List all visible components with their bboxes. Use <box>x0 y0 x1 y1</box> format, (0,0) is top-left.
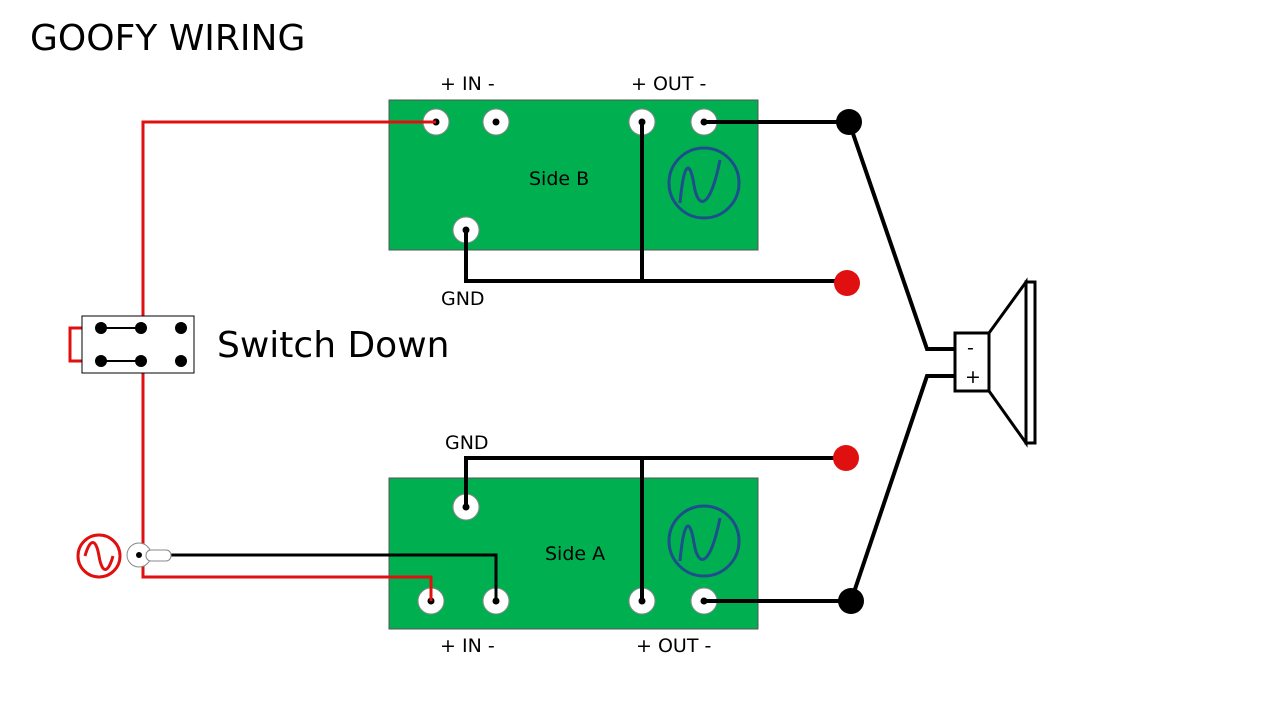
speaker-minus-label: - <box>967 337 974 359</box>
board-side-a-label: Side A <box>545 543 605 565</box>
sine-wave-icon <box>667 504 741 578</box>
side-a-power-terminal <box>833 445 859 471</box>
side-b-gnd-label: GND <box>441 288 485 310</box>
side-a-in-plus-wire <box>141 361 433 601</box>
speaker-icon: - + <box>953 277 1037 448</box>
sine-wave-icon <box>667 146 741 220</box>
speaker-minus-lead <box>847 121 955 351</box>
input-jack-icon <box>126 542 172 568</box>
board-side-b: Side B + IN - + OUT - GND <box>388 73 759 310</box>
speaker-plus-lead <box>849 374 955 602</box>
side-a-gnd-wire <box>464 456 846 507</box>
page-title: GOOFY WIRING <box>30 18 305 59</box>
side-a-out-label: + OUT - <box>636 635 711 657</box>
speaker-plus-label: + <box>965 366 981 388</box>
dpdt-switch <box>81 315 195 374</box>
side-b-out-label: + OUT - <box>631 73 706 95</box>
side-b-in-minus-jack <box>482 108 510 136</box>
board-side-a: Side A + IN - + OUT - GND <box>388 432 759 657</box>
switch-label: Switch Down <box>217 325 449 366</box>
board-side-b-label: Side B <box>529 168 589 190</box>
input-minus-wire <box>148 553 498 601</box>
side-b-in-label: + IN - <box>440 73 495 95</box>
side-b-power-terminal <box>834 270 860 296</box>
ac-source-icon <box>76 533 122 579</box>
side-b-gnd-wire <box>464 230 847 283</box>
side-a-in-label: + IN - <box>440 635 495 657</box>
ground-and-output-wires <box>148 120 955 603</box>
speaker-node-top <box>836 109 862 135</box>
side-b-in-plus-wire <box>141 120 436 328</box>
side-a-gnd-label: GND <box>445 432 489 454</box>
speaker-node-bottom <box>838 588 864 614</box>
